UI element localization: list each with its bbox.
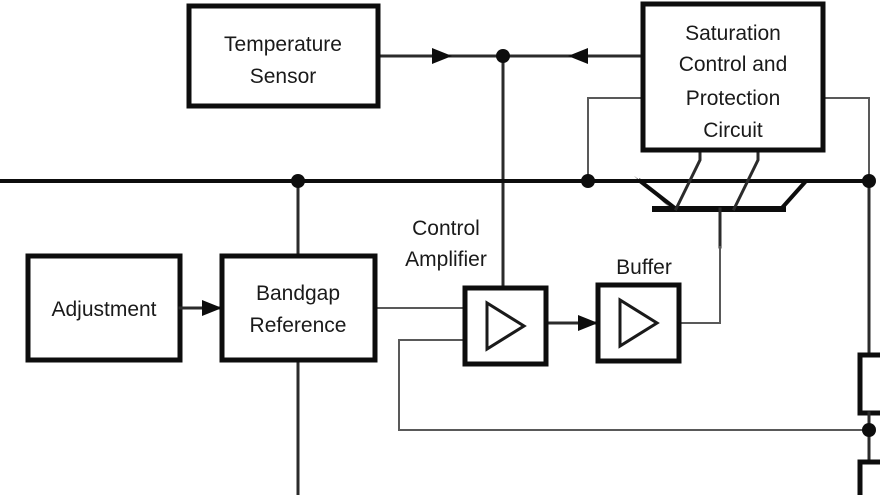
- wire-saturation-to-junction: [501, 48, 645, 64]
- wire-rail-to-transistor-base: [586, 176, 679, 212]
- block-adjustment[interactable]: Adjustment: [25, 253, 183, 363]
- saturation-control-label-line1: Saturation: [685, 22, 781, 45]
- buffer-label: Buffer: [616, 256, 672, 279]
- saturation-control-label-line3: Protection: [686, 87, 781, 110]
- temperature-sensor-label-line2: Sensor: [250, 65, 317, 88]
- block-buffer[interactable]: [595, 282, 682, 364]
- block-control-amplifier[interactable]: [462, 285, 549, 367]
- saturation-control-label-line4: Circuit: [703, 119, 763, 142]
- junction-dots: [291, 49, 876, 437]
- wire-adjustment-to-bandgap: [178, 300, 222, 316]
- label-control-amplifier: Control Amplifier: [405, 217, 487, 271]
- node-rail-mid-junction: [581, 174, 595, 188]
- wire-feedback-loop: [398, 339, 870, 431]
- wire-saturation-left-to-rail: [587, 97, 644, 182]
- wire-temp-sensor-to-junction: [376, 48, 505, 64]
- saturation-control-label-line2: Control and: [679, 53, 788, 76]
- symbol-pass-transistor: [652, 145, 786, 249]
- block-saturation-control[interactable]: Saturation Control and Protection Circui…: [640, 1, 826, 153]
- node-feedback-tap-junction: [862, 423, 876, 437]
- wire-right-resistor-string: [857, 179, 880, 495]
- node-rail-right-junction: [862, 174, 876, 188]
- control-amplifier-label-line1: Control: [412, 217, 480, 240]
- node-temp-sensor-junction: [496, 49, 510, 63]
- wire-transistor-to-rail-right: [778, 179, 871, 212]
- temperature-sensor-label-line1: Temperature: [224, 33, 342, 56]
- node-rail-left-junction: [291, 174, 305, 188]
- control-amplifier-label-line2: Amplifier: [405, 248, 487, 271]
- buffer-triangle-icon: [618, 297, 660, 349]
- bandgap-reference-label-line2: Reference: [250, 314, 347, 337]
- block-bandgap-reference[interactable]: Bandgap Reference: [219, 253, 378, 363]
- wire-saturation-right-to-rail: [822, 97, 870, 182]
- block-temperature-sensor[interactable]: Temperature Sensor: [186, 3, 381, 109]
- wire-control-amp-to-buffer: [544, 315, 599, 331]
- wire-buffer-to-transistor: [678, 246, 721, 324]
- adjustment-label: Adjustment: [51, 298, 156, 321]
- label-buffer: Buffer: [616, 256, 672, 279]
- bandgap-reference-label-line1: Bandgap: [256, 282, 340, 305]
- control-amplifier-triangle-icon: [485, 300, 527, 352]
